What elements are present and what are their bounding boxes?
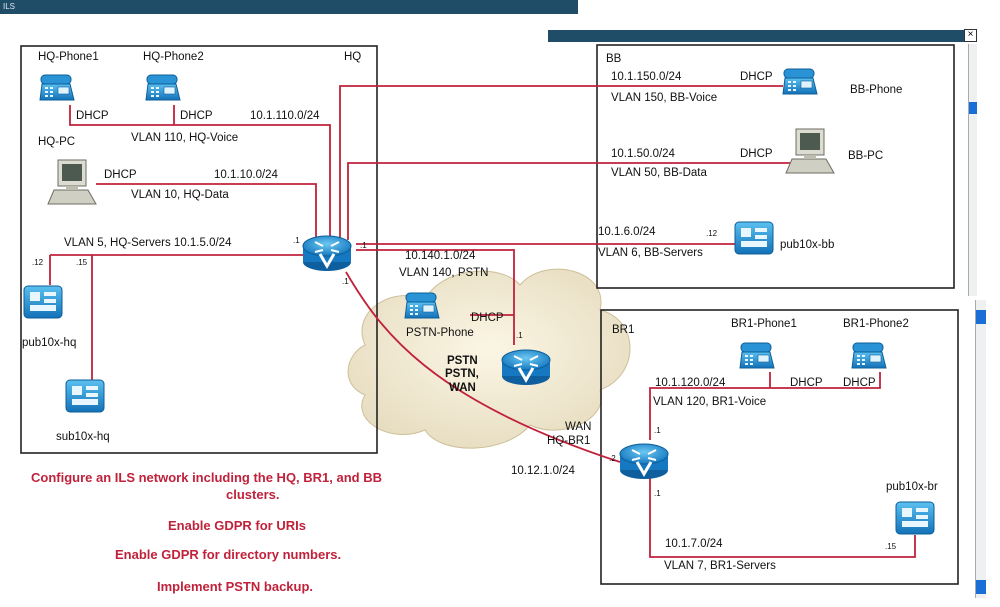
hq-dhcp-phone1: DHCP [76, 110, 109, 122]
hq-dhcp-phone2: DHCP [180, 110, 213, 122]
br1-site-label: BR1 [612, 324, 634, 336]
wan-subnet: 10.12.1.0/24 [511, 465, 576, 477]
bb-pub-server-icon [734, 221, 774, 255]
bb-site-label: BB [606, 53, 622, 65]
bb-pub-label: pub10x-bb [780, 239, 834, 251]
hq-data-vlan: VLAN 10, HQ-Data [131, 189, 229, 201]
link-hq-voice [69, 105, 331, 240]
br1-dhcp1: DHCP [790, 377, 823, 389]
br1-router-host-voice: .1 [654, 426, 661, 435]
scrollbar-upper[interactable] [968, 44, 977, 296]
wan-host-hq: .1 [342, 277, 349, 286]
hq-voice-vlan: VLAN 110, HQ-Voice [131, 132, 238, 144]
window-title: ILS [3, 2, 16, 11]
hq-router-host: .1 [293, 236, 300, 245]
scrollbar-thumb[interactable] [969, 102, 977, 114]
scrollbar-thumb[interactable] [976, 580, 986, 594]
br1-pub-server-icon [895, 501, 935, 535]
pstn-router-label-1: PSTN [447, 355, 478, 367]
pstn-host-router: .1 [516, 331, 523, 340]
bb-voice-vlan: VLAN 150, BB-Voice [611, 92, 717, 104]
link-bb-voice [339, 85, 783, 240]
pstn-vlan: VLAN 140, PSTN [399, 267, 488, 279]
bb-phone-label: BB-Phone [850, 84, 902, 96]
hq-pub-label: pub10x-hq [22, 337, 76, 349]
window-titlebar: ILS [0, 0, 578, 14]
secondary-titlebar [548, 30, 972, 42]
bb-pc-icon [785, 128, 835, 174]
hq-servers-label: VLAN 5, HQ-Servers 10.1.5.0/24 [64, 237, 232, 249]
br1-dhcp2: DHCP [843, 377, 876, 389]
br1-router-host-servers: .1 [654, 489, 661, 498]
br1-host-pub: .15 [885, 542, 897, 551]
br1-voice-vlan: VLAN 120, BR1-Voice [653, 396, 766, 408]
br1-phone2-icon [851, 342, 887, 369]
task-pstn-backup: Implement PSTN backup. [157, 579, 313, 594]
task-configure-ils-cont: clusters. [226, 487, 279, 502]
br1-voice-subnet: 10.1.120.0/24 [655, 377, 726, 389]
bb-servers-subnet: 10.1.6.0/24 [598, 226, 656, 238]
close-icon[interactable]: × [964, 29, 977, 42]
hq-phone1-label: HQ-Phone1 [38, 51, 99, 63]
task-configure-ils: Configure an ILS network including the H… [31, 470, 382, 485]
hq-phone1-icon [39, 74, 75, 101]
pstn-router-label-2: PSTN, [445, 368, 479, 380]
wan-host-br: .2 [609, 454, 616, 463]
hq-phone2-label: HQ-Phone2 [143, 51, 204, 63]
hq-voice-subnet: 10.1.110.0/24 [250, 110, 320, 122]
br1-site-box [600, 309, 959, 585]
pstn-host-hq: .1 [360, 241, 367, 250]
br1-servers-vlan: VLAN 7, BR1-Servers [664, 560, 776, 572]
hq-host-sub: .15 [76, 258, 88, 267]
hq-site-label: HQ [344, 51, 361, 63]
br1-router-icon [618, 442, 670, 481]
bb-data-subnet: 10.1.50.0/24 [611, 148, 676, 160]
hq-dhcp-pc: DHCP [104, 169, 137, 181]
pstn-router-label-3: WAN [449, 382, 476, 394]
links [49, 85, 916, 558]
link-wan [345, 271, 621, 463]
bb-pc-label: BB-PC [848, 150, 883, 162]
pstn-phone-label: PSTN-Phone [406, 327, 474, 339]
link-bb-data [347, 162, 790, 240]
pstn-dhcp: DHCP [471, 312, 504, 324]
bb-servers-vlan: VLAN 6, BB-Servers [598, 247, 703, 259]
bb-voice-subnet: 10.1.150.0/24 [611, 71, 682, 83]
link-br1-servers [649, 478, 916, 558]
wan-label-2: HQ-BR1 [547, 435, 590, 447]
br1-phone2-label: BR1-Phone2 [843, 318, 909, 330]
hq-phone2-icon [145, 74, 181, 101]
br1-phone1-icon [739, 342, 775, 369]
hq-data-subnet: 10.1.10.0/24 [214, 169, 279, 181]
br1-pub-label: pub10x-br [886, 481, 938, 493]
hq-pc-icon [47, 159, 97, 205]
bb-data-vlan: VLAN 50, BB-Data [611, 167, 707, 179]
hq-pub-server-icon [23, 285, 63, 319]
bb-voice-dhcp: DHCP [740, 71, 773, 83]
link-br1-voice [649, 372, 881, 440]
bb-data-dhcp: DHCP [740, 148, 773, 160]
task-gdpr-uris: Enable GDPR for URIs [168, 518, 306, 533]
pstn-subnet: 10.140.1.0/24 [405, 250, 476, 262]
hq-sub-server-icon [65, 379, 105, 413]
bb-phone-icon [782, 68, 818, 95]
wan-label-1: WAN [565, 421, 591, 433]
bb-host-pub: .12 [706, 229, 718, 238]
pstn-router-icon [500, 348, 552, 387]
link-hq-data [96, 183, 317, 240]
hq-sub-label: sub10x-hq [56, 431, 110, 443]
br1-servers-subnet: 10.1.7.0/24 [665, 538, 723, 550]
pstn-phone-icon [404, 292, 440, 319]
br1-phone1-label: BR1-Phone1 [731, 318, 797, 330]
hq-pc-label: HQ-PC [38, 136, 75, 148]
bb-site-box [596, 44, 955, 289]
scrollbar-thumb[interactable] [976, 310, 986, 324]
task-gdpr-dn: Enable GDPR for directory numbers. [115, 547, 341, 562]
scrollbar-lower[interactable] [975, 300, 986, 598]
hq-router-icon [301, 234, 353, 273]
hq-host-pub: .12 [32, 258, 44, 267]
link-pstn [356, 249, 515, 345]
